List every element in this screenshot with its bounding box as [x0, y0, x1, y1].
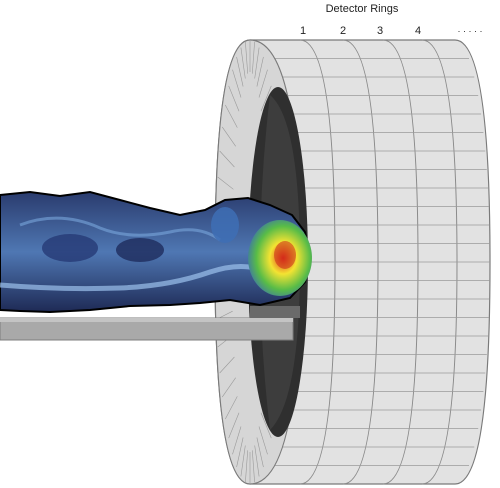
face-segment-line [256, 56, 264, 87]
face-segment-line [260, 412, 272, 439]
face-segment-line [236, 437, 244, 468]
head-hotspot-core [274, 241, 296, 269]
table-top-edge [0, 318, 293, 322]
diagram-title: Detector Rings [326, 3, 399, 15]
body-organ-b [116, 238, 164, 262]
detector-crystal-grid [264, 58, 490, 466]
face-segment-line [240, 445, 246, 477]
ring-label-4: 4 [415, 25, 421, 37]
ring-labels: Detector Rings 1 2 3 4 · · · · · [300, 3, 483, 37]
face-segment-line [228, 85, 240, 112]
ring-label-more: · · · · · [458, 26, 483, 36]
face-segment-line [232, 426, 242, 455]
face-segment-line [258, 69, 268, 98]
face-segment-line [252, 450, 255, 483]
patient-body-scan [0, 190, 312, 314]
face-segment-line [245, 450, 248, 483]
ring-label-2: 2 [340, 25, 346, 37]
body-spine [0, 264, 263, 292]
ring-label-1: 1 [300, 25, 306, 37]
face-segment-line [217, 176, 234, 190]
face-segment-line [260, 85, 272, 112]
detector-gantry [214, 39, 491, 485]
face-segment-line [258, 426, 268, 455]
face-segment-line [221, 126, 236, 147]
body-organ-c [211, 207, 239, 243]
table-rail [250, 306, 300, 318]
face-segment-line [256, 437, 264, 468]
face-segment-line [252, 41, 255, 74]
face-segment-line [254, 47, 260, 79]
face-segment-line [232, 69, 242, 98]
face-segment-line [225, 396, 238, 420]
patient-table [0, 306, 300, 341]
face-segment-line [254, 445, 260, 477]
ring-label-3: 3 [377, 25, 383, 37]
face-segment-line [219, 356, 235, 374]
face-segment-line [236, 56, 244, 87]
face-segment-line [240, 47, 246, 79]
face-segment-line [228, 412, 240, 439]
face-segment-line [245, 41, 248, 74]
body-organs [19, 216, 221, 242]
face-segment-line [219, 150, 235, 168]
body-organ-a [42, 234, 98, 262]
face-segment-line [225, 104, 238, 128]
face-segment-line [221, 377, 236, 398]
